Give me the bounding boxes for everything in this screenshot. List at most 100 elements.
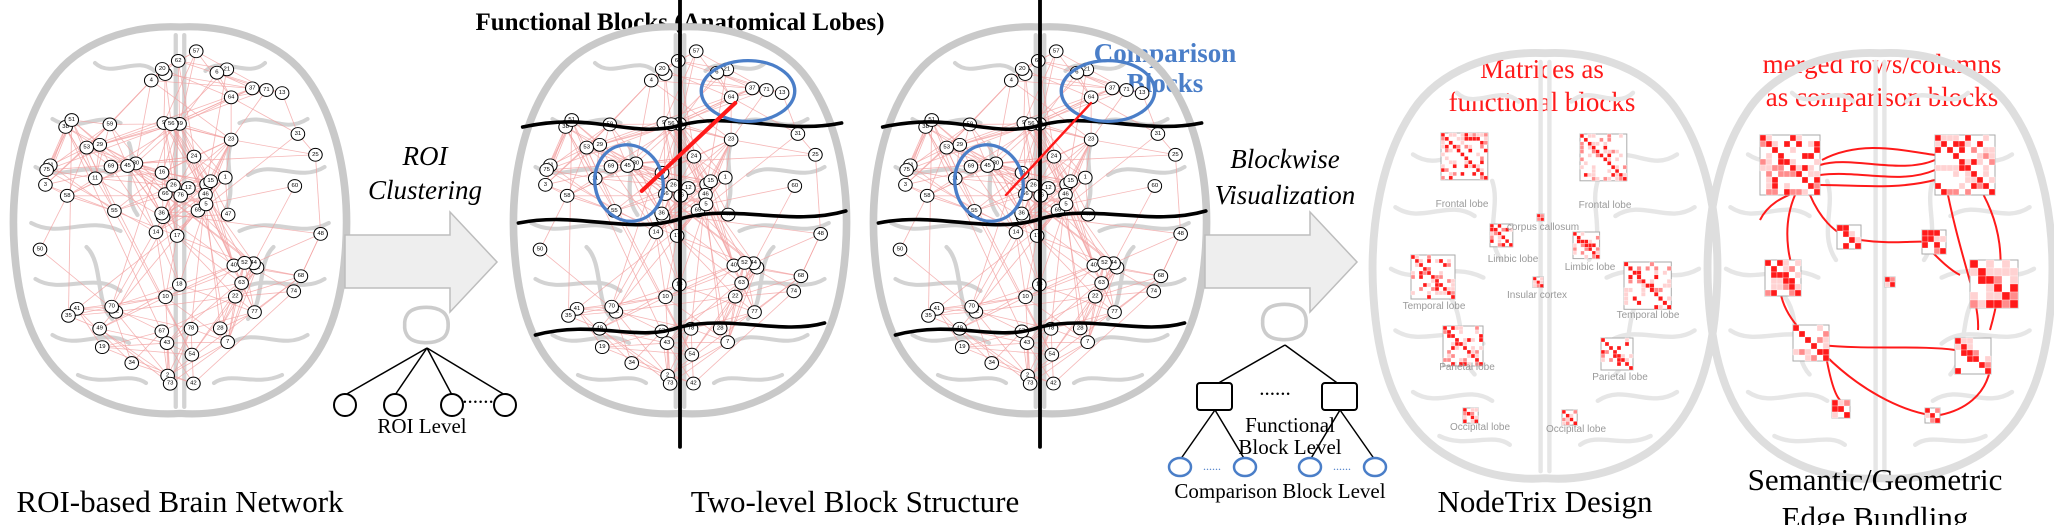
- matrix-parietal-right: [1600, 337, 1634, 371]
- svg-text:52: 52: [1101, 260, 1108, 266]
- network-edge: [110, 166, 157, 233]
- network-edge: [1015, 232, 1040, 285]
- network-edge: [161, 172, 178, 236]
- roi-node: 58: [919, 188, 935, 203]
- svg-text:40: 40: [731, 263, 738, 269]
- matrix-occipital-left: [1462, 407, 1479, 424]
- svg-text:73: 73: [167, 381, 174, 387]
- network-edge: [655, 232, 666, 298]
- svg-text:9: 9: [162, 120, 165, 126]
- merged-matrix-frontal-right: [1934, 134, 1996, 196]
- roi-node: 5: [698, 197, 714, 212]
- network-edge: [1027, 341, 1088, 377]
- lobe-occipital-left: Occipital lobe: [1450, 422, 1510, 433]
- network-edge: [663, 122, 706, 195]
- roi-node: 69: [603, 159, 619, 174]
- svg-text:14: 14: [1013, 229, 1020, 235]
- svg-text:46: 46: [702, 192, 709, 198]
- svg-text:46: 46: [202, 192, 209, 198]
- merged-matrix-occipital-left: [1831, 399, 1851, 419]
- network-edge: [1023, 123, 1026, 195]
- network-edge: [663, 122, 674, 186]
- network-edge: [76, 308, 133, 364]
- svg-text:25: 25: [812, 152, 819, 158]
- svg-text:36: 36: [158, 211, 165, 217]
- svg-text:34: 34: [128, 360, 135, 366]
- svg-text:71: 71: [263, 87, 270, 93]
- svg-text:68: 68: [298, 273, 305, 279]
- roi-node: 3: [898, 177, 913, 192]
- roi-node: 70: [604, 299, 619, 314]
- matrix-temporal-right: [1623, 261, 1672, 310]
- roi-node: 14: [1008, 225, 1024, 240]
- svg-text:31: 31: [795, 131, 802, 137]
- network-edge: [99, 122, 164, 146]
- roi-node: 42: [686, 376, 701, 391]
- network-edge: [314, 154, 322, 234]
- network-edge: [1039, 265, 1094, 286]
- network-edge: [971, 282, 1102, 308]
- svg-text:55: 55: [611, 208, 618, 214]
- svg-text:6: 6: [215, 70, 218, 76]
- network-edge: [193, 291, 295, 384]
- svg-text:44: 44: [250, 260, 257, 266]
- network-edge: [1026, 341, 1088, 344]
- roi-node: 77: [1107, 305, 1122, 320]
- block-brain-left: 1738332772213964655814239244130195615325…: [513, 0, 846, 449]
- svg-text:56: 56: [1028, 121, 1035, 127]
- roi-node: 1: [218, 170, 233, 185]
- network-edge: [705, 204, 721, 329]
- roi-node: 7: [220, 335, 236, 350]
- merged-matrix-frontal-left: [1759, 134, 1821, 196]
- svg-text:62: 62: [175, 58, 182, 64]
- bundled-edges: [1759, 147, 2002, 416]
- network-edge: [611, 124, 672, 307]
- roi-node: 48: [313, 227, 328, 241]
- roi-node: 19: [94, 340, 110, 355]
- roi-node: 63: [734, 276, 749, 290]
- roi-node: 50: [532, 242, 548, 257]
- roi-node: 48: [813, 227, 828, 241]
- roi-node: 34: [624, 356, 640, 370]
- svg-text:6: 6: [715, 70, 718, 76]
- roi-node: 55: [107, 204, 122, 218]
- network-edge: [67, 195, 115, 212]
- network-edge: [167, 328, 192, 376]
- network-edge: [599, 328, 671, 385]
- roi-node: 13: [274, 86, 290, 100]
- roi-node: 24: [186, 149, 202, 164]
- network-edge: [576, 133, 799, 310]
- svg-text:57: 57: [1053, 48, 1060, 54]
- network-edge: [1039, 51, 1057, 124]
- svg-text:65: 65: [1055, 208, 1062, 214]
- bundling-matrices: [1759, 134, 2019, 424]
- roi-node: 15: [703, 174, 718, 189]
- lobe-limbic-left: Limbic lobe: [1488, 254, 1539, 265]
- svg-text:42: 42: [190, 381, 197, 387]
- roi-node: 20: [654, 62, 670, 76]
- network-edge: [1090, 96, 1159, 135]
- network-edge: [731, 139, 816, 156]
- network-edge: [95, 172, 163, 179]
- svg-text:22: 22: [1092, 294, 1099, 300]
- roi-node: 54: [684, 347, 700, 362]
- roi-node: 53: [939, 140, 954, 155]
- roi-node: 42: [1046, 376, 1061, 391]
- merged-matrix-parietal-left: [1792, 324, 1830, 362]
- svg-text:45: 45: [124, 163, 131, 169]
- network-edge: [111, 282, 242, 308]
- svg-text:29: 29: [96, 142, 103, 148]
- roi-node: 31: [290, 127, 306, 141]
- roi-node: 29: [92, 137, 108, 152]
- svg-text:1: 1: [1084, 175, 1087, 181]
- network-edge: [754, 275, 802, 313]
- network-edge: [667, 341, 728, 377]
- svg-text:17: 17: [174, 233, 181, 239]
- network-edge: [1024, 73, 1032, 125]
- svg-text:12: 12: [1045, 185, 1052, 191]
- svg-text:71: 71: [1123, 87, 1130, 93]
- network-edge: [177, 60, 180, 124]
- svg-text:65: 65: [695, 208, 702, 214]
- network-edge: [162, 217, 180, 285]
